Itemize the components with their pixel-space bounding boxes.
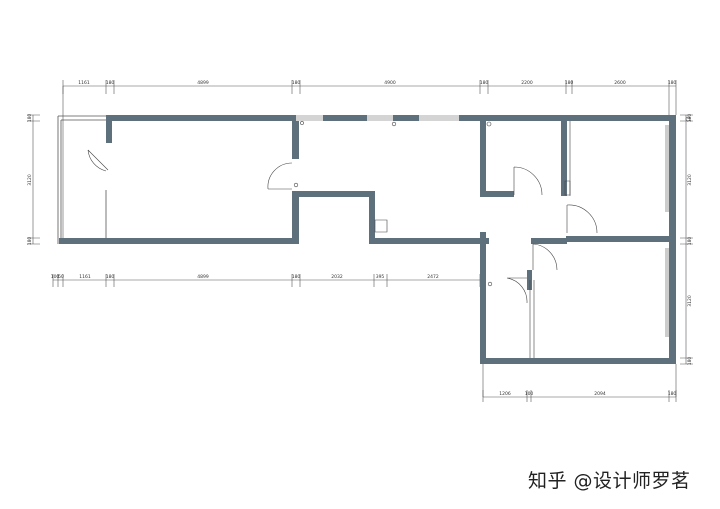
dim-right-3: 180 xyxy=(687,237,693,246)
dim-top-9: 2600 xyxy=(614,80,626,86)
dim-mid-8: 395 xyxy=(376,274,385,280)
dim-bot-2: 100 xyxy=(525,391,534,397)
dim-right-5: 180 xyxy=(687,357,693,366)
dimension-lines xyxy=(27,80,693,402)
windows xyxy=(296,115,669,337)
dim-right-1: 180 xyxy=(687,114,693,123)
dim-bot-3: 2094 xyxy=(594,391,606,397)
dim-left-1: 180 xyxy=(27,114,33,123)
dim-labels-left: 180 3120 180 xyxy=(27,114,33,246)
dim-mid-6: 180 xyxy=(292,274,301,280)
dim-labels-top: 1161 180 4899 180 4900 180 2200 180 2600… xyxy=(78,80,676,86)
dim-top-10: 180 xyxy=(668,80,677,86)
switch-markers xyxy=(293,116,691,287)
dim-left-2: 3120 xyxy=(27,174,33,186)
dim-mid-5: 4899 xyxy=(197,274,209,280)
dim-top-2: 180 xyxy=(106,80,115,86)
dim-right-2: 3120 xyxy=(687,174,693,186)
dim-top-1: 1161 xyxy=(78,80,90,86)
dim-mid-1: 100 xyxy=(51,274,60,280)
dim-mid-4: 180 xyxy=(106,274,115,280)
dim-bot-4: 180 xyxy=(668,391,677,397)
dim-top-5: 4900 xyxy=(384,80,396,86)
dim-left-3: 180 xyxy=(27,237,33,246)
dim-top-8: 180 xyxy=(565,80,574,86)
doors xyxy=(87,121,598,358)
dim-top-4: 180 xyxy=(292,80,301,86)
dim-mid-9: 2472 xyxy=(427,274,439,280)
dim-right-4: 3120 xyxy=(687,295,693,307)
balcony-outline xyxy=(57,115,108,244)
dim-top-3: 4899 xyxy=(197,80,209,86)
dim-mid-2: 50 xyxy=(58,274,64,280)
walls xyxy=(59,115,676,364)
dim-bot-1: 1206 xyxy=(499,391,511,397)
dim-labels-middle: 100 50 1161 180 4899 180 2032 395 2472 xyxy=(51,274,439,280)
watermark: 知乎 @设计师罗茗 xyxy=(528,470,691,492)
dim-labels-right: 180 3120 180 3120 180 xyxy=(687,114,693,366)
dim-mid-3: 1161 xyxy=(79,274,91,280)
dim-mid-7: 2032 xyxy=(331,274,343,280)
dim-top-6: 180 xyxy=(480,80,489,86)
dim-labels-bottom: 1206 100 2094 180 xyxy=(499,391,676,397)
dim-top-7: 2200 xyxy=(521,80,533,86)
